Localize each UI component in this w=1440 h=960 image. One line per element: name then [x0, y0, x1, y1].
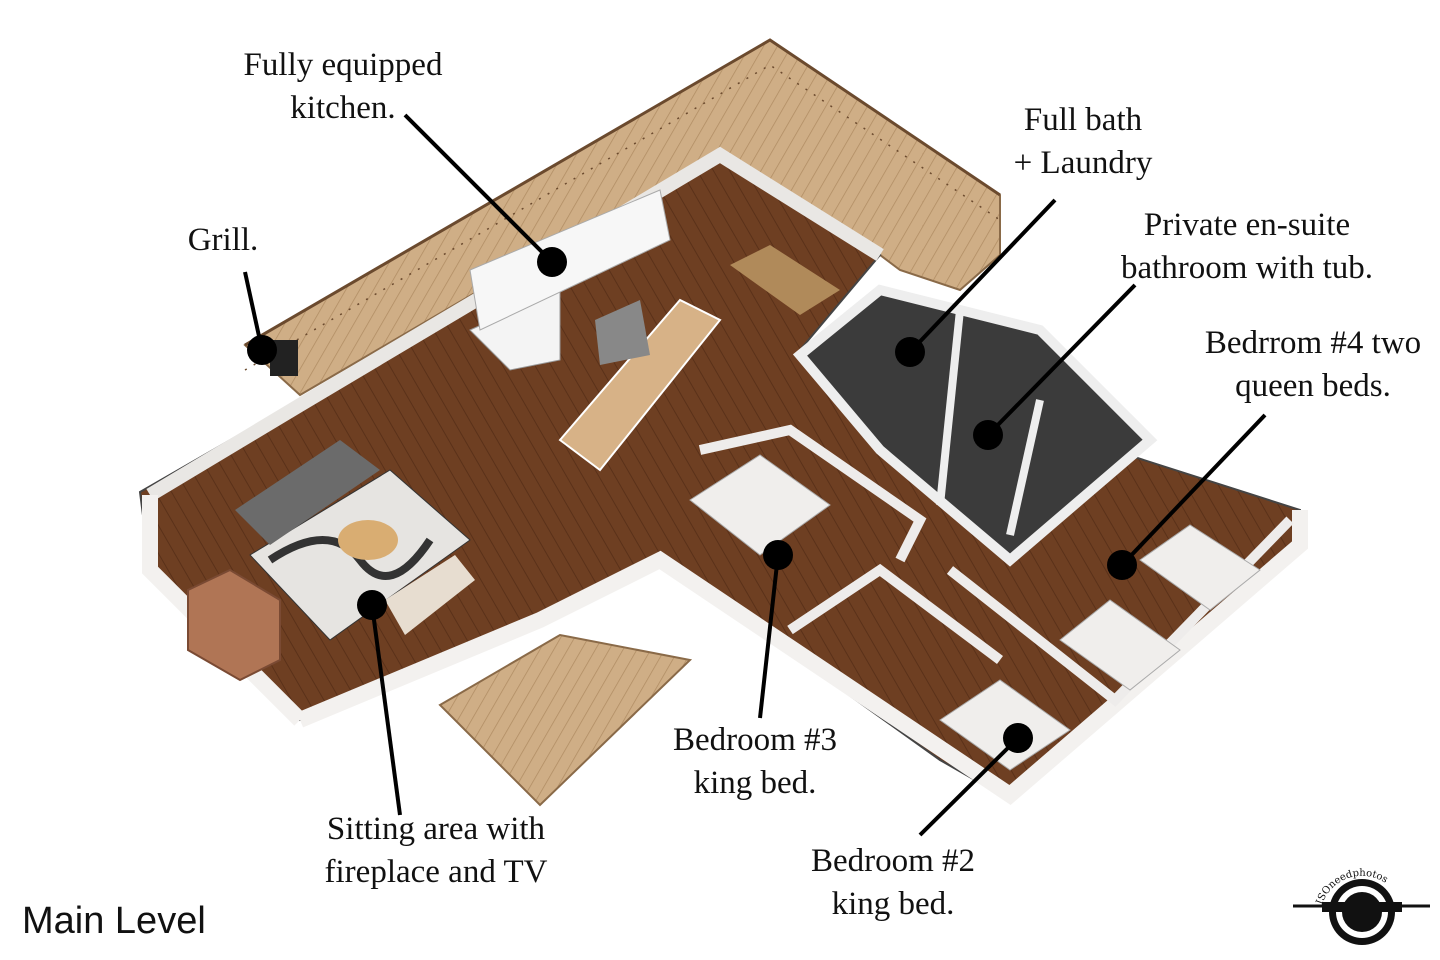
level-title: Main Level — [22, 900, 206, 942]
label-line: + Laundry — [1013, 145, 1153, 181]
isoneedphotos-logo: ISOneedphotos — [1293, 868, 1430, 945]
coffee-table — [338, 520, 398, 560]
label-line: Grill. — [187, 222, 259, 258]
label-line: Full bath — [1023, 102, 1143, 138]
marker-bath-laundry — [895, 337, 925, 367]
label-line: kitchen. — [290, 90, 396, 126]
marker-sitting — [357, 590, 387, 620]
marker-bedroom-4 — [1107, 550, 1137, 580]
label-line: king bed. — [831, 886, 955, 922]
label-bath-laundry: Full bath + Laundry — [1014, 99, 1153, 185]
label-line: Fully equipped — [243, 47, 443, 83]
deck-railing — [244, 38, 1001, 347]
location-markers — [247, 247, 1137, 753]
label-line: bathroom with tub. — [1120, 250, 1374, 286]
loveseat — [385, 555, 475, 635]
label-sitting-area: Sitting area with fireplace and TV — [325, 808, 548, 894]
marker-ensuite — [973, 420, 1003, 450]
label-line: Bedroom #2 — [810, 843, 976, 879]
fireplace — [187, 568, 281, 682]
kitchen-cabinets — [469, 189, 671, 331]
label-line: Bedrrom #4 two — [1204, 325, 1422, 361]
label-line: fireplace and TV — [324, 854, 548, 890]
label-line: Sitting area with — [326, 811, 546, 847]
label-ensuite: Private en-suite bathroom with tub. — [1121, 204, 1373, 290]
bed-bedroom-4a — [1059, 599, 1181, 691]
label-kitchen: Fully equipped kitchen. — [244, 44, 443, 130]
label-bedroom-4: Bedrrom #4 two queen beds. — [1205, 322, 1421, 408]
label-bedroom-2: Bedroom #2 king bed. — [811, 840, 975, 926]
label-line: queen beds. — [1235, 368, 1391, 404]
label-line: king bed. — [693, 765, 817, 801]
marker-bedroom-2 — [1003, 723, 1033, 753]
bedroom-walls — [698, 424, 927, 563]
bed-bedroom-2 — [939, 679, 1071, 771]
label-grill: Grill. — [188, 219, 259, 262]
label-line: Private en-suite — [1143, 207, 1351, 243]
label-line: Bedroom #3 — [672, 722, 838, 758]
marker-kitchen — [537, 247, 567, 277]
marker-grill — [247, 335, 277, 365]
sofa — [235, 440, 380, 545]
dining-table — [730, 245, 840, 315]
front-deck — [438, 633, 693, 807]
bed-bedroom-3 — [689, 454, 831, 556]
marker-bedroom-3 — [763, 540, 793, 570]
leader-lines — [243, 113, 1267, 837]
bed-bedroom-4b — [1139, 524, 1261, 611]
label-bedroom-3: Bedroom #3 king bed. — [673, 719, 837, 805]
